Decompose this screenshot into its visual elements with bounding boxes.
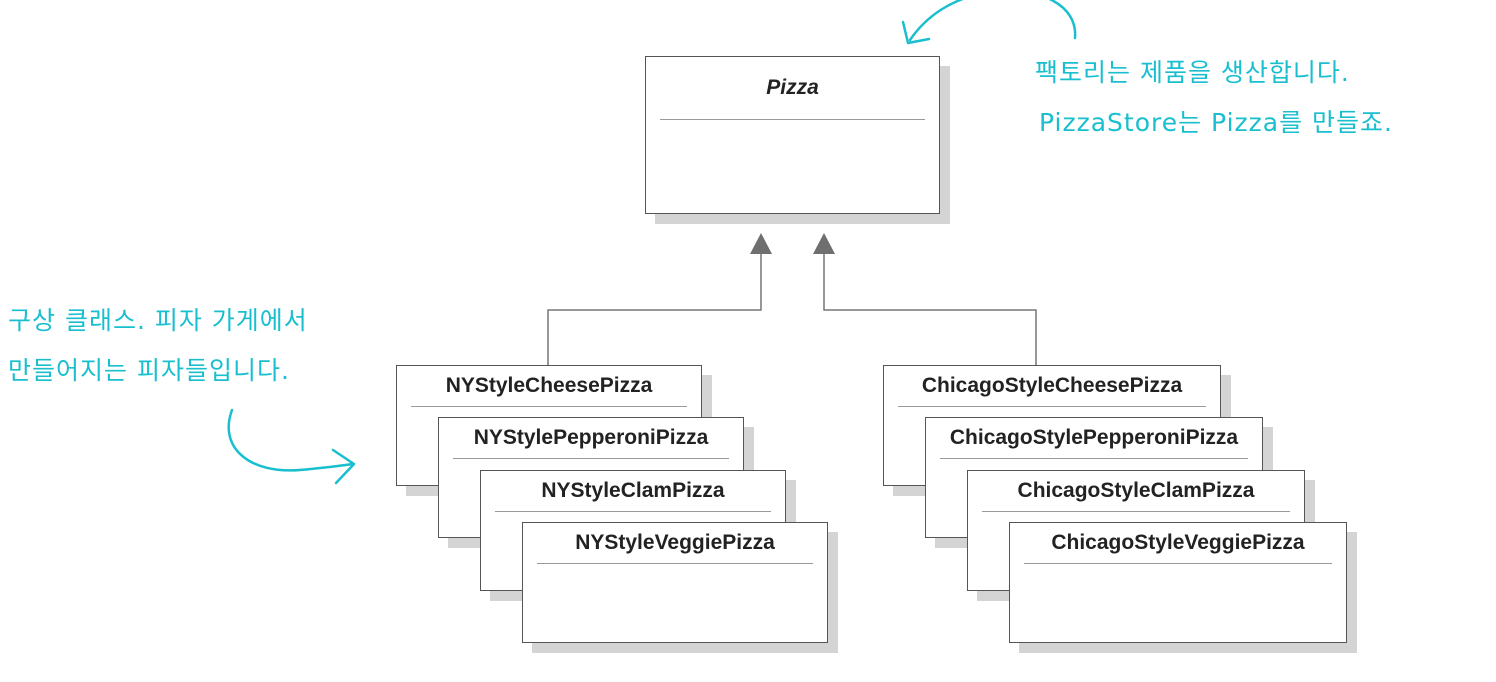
ny-inheritance-line [547, 252, 762, 365]
chicago-pepperoni-pizza-name: ChicagoStylePepperoniPizza [949, 426, 1239, 449]
pizza-class-name: Pizza [766, 76, 819, 99]
factory-note-line2: PizzaStore는 Pizza를 만들죠. [1039, 108, 1393, 137]
chicago-inheritance-line [823, 252, 1037, 365]
class-divider [1024, 563, 1332, 564]
concrete-note-line2: 만들어지는 피자들입니다. [8, 356, 290, 385]
pizza-class-box: Pizza [645, 56, 940, 214]
chicago-veggie-pizza-box: ChicagoStyleVeggiePizza [1009, 522, 1347, 643]
class-divider [940, 458, 1248, 459]
factory-note-arrow [908, 0, 1077, 42]
concrete-note: 구상 클래스. 피자 가게에서 만들어지는 피자들입니다. [8, 296, 308, 396]
class-divider [898, 406, 1206, 407]
chicago-clam-pizza-name: ChicagoStyleClamPizza [1017, 479, 1255, 502]
class-divider [495, 511, 771, 512]
concrete-note-arrow [227, 408, 354, 472]
class-divider [982, 511, 1290, 512]
factory-note-line1: 팩토리는 제품을 생산합니다. [1035, 58, 1350, 87]
ny-inheritance-arrowhead [750, 233, 772, 254]
chicago-cheese-pizza-name: ChicagoStyleCheesePizza [921, 374, 1183, 397]
chicago-inheritance-arrowhead [813, 233, 835, 254]
class-divider [453, 458, 729, 459]
concrete-note-line1: 구상 클래스. 피자 가게에서 [8, 306, 308, 335]
concrete-note-arrowhead [331, 448, 356, 485]
factory-note: 팩토리는 제품을 생산합니다. PizzaStore는 Pizza를 만들죠. [1035, 48, 1393, 148]
class-divider [411, 406, 687, 407]
ny-veggie-pizza-name: NYStyleVeggiePizza [575, 531, 775, 554]
class-divider [660, 119, 925, 120]
factory-note-arrowhead [901, 20, 931, 45]
ny-cheese-pizza-name: NYStyleCheesePizza [445, 374, 653, 397]
ny-clam-pizza-name: NYStyleClamPizza [541, 479, 725, 502]
ny-pepperoni-pizza-name: NYStylePepperoniPizza [473, 426, 709, 449]
chicago-veggie-pizza-name: ChicagoStyleVeggiePizza [1051, 531, 1305, 554]
ny-veggie-pizza-box: NYStyleVeggiePizza [522, 522, 828, 643]
class-divider [537, 563, 813, 564]
